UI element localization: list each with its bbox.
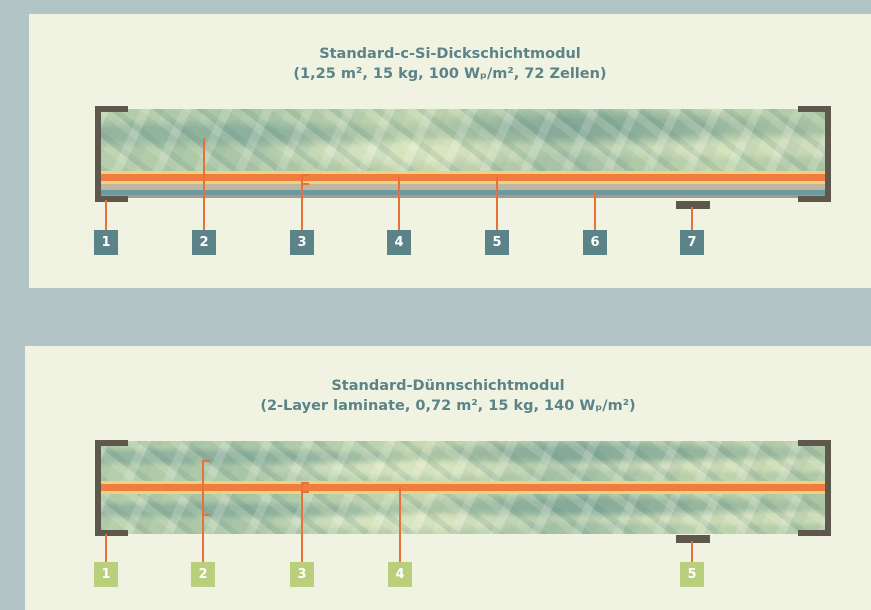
thin-film-cell-layer	[100, 484, 828, 491]
marker-3: 3	[290, 230, 314, 255]
marker-7: 7	[680, 230, 704, 255]
backsheet-layer	[100, 190, 828, 195]
encapsulant-layer-bottom	[100, 491, 828, 494]
marker-4: 4	[387, 230, 411, 255]
leader-line-2	[203, 138, 205, 231]
junction-box	[676, 535, 710, 543]
frame-right-top-lip	[798, 440, 831, 446]
leader-tick-3b	[301, 183, 309, 185]
encapsulant-layer-top	[100, 171, 828, 174]
frame-right	[825, 106, 831, 202]
leader-line-3	[301, 174, 303, 231]
leader-line-2	[202, 460, 204, 563]
backsheet-light-layer	[100, 184, 828, 190]
frame-right-top-lip	[798, 106, 831, 112]
marker-2: 2	[191, 562, 215, 587]
back-glass-layer	[100, 494, 828, 534]
front-glass-layer	[100, 441, 828, 481]
marker-3: 3	[290, 562, 314, 587]
panel-crystalline-module: Standard-c-Si-Dickschichtmodul (1,25 m²,…	[29, 14, 871, 288]
marker-4: 4	[388, 562, 412, 587]
marker-5: 5	[680, 562, 704, 587]
leader-tick-2b	[202, 514, 210, 516]
title-line-2: (1,25 m², 15 kg, 100 Wₚ/m², 72 Zellen)	[293, 66, 607, 82]
frame-left-bottom-lip	[95, 530, 128, 536]
marker-1: 1	[94, 230, 118, 255]
frame-left-bottom-lip	[95, 196, 128, 202]
frame-left	[95, 440, 101, 536]
marker-6: 6	[583, 230, 607, 255]
frame-left	[95, 106, 101, 202]
junction-box	[676, 201, 710, 209]
encapsulant-layer-top	[100, 481, 828, 484]
leader-line-4	[399, 487, 401, 563]
title-line-1: Standard-c-Si-Dickschichtmodul	[319, 46, 581, 62]
leader-tick-3a	[301, 174, 309, 176]
leader-tick-2a	[202, 460, 210, 462]
marker-5: 5	[485, 230, 509, 255]
title-line-2: (2-Layer laminate, 0,72 m², 15 kg, 140 W…	[260, 398, 636, 414]
leader-tick-3b	[301, 491, 309, 493]
encapsulant-layer-bottom	[100, 181, 828, 184]
frame-right-bottom-lip	[798, 196, 831, 202]
frame-left-top-lip	[95, 440, 128, 446]
leader-line-1	[105, 534, 107, 563]
leader-line-3	[301, 482, 303, 563]
glass-layer	[100, 109, 828, 171]
leader-line-6	[594, 192, 596, 231]
panel-thin-film-module: Standard-Dünnschichtmodul (2-Layer lamin…	[25, 346, 871, 610]
frame-right-bottom-lip	[798, 530, 831, 536]
solar-cell-layer	[100, 174, 828, 181]
frame-left-top-lip	[95, 106, 128, 112]
leader-line-5	[691, 541, 693, 563]
marker-1: 1	[94, 562, 118, 587]
leader-tick-3a	[301, 482, 309, 484]
frame-right	[825, 440, 831, 536]
marker-2: 2	[192, 230, 216, 255]
leader-line-4	[398, 177, 400, 231]
title-line-1: Standard-Dünnschichtmodul	[331, 378, 565, 394]
leader-line-5	[496, 177, 498, 231]
backsheet-bottom-layer	[100, 195, 828, 198]
leader-line-7	[691, 207, 693, 231]
leader-line-1	[105, 200, 107, 231]
